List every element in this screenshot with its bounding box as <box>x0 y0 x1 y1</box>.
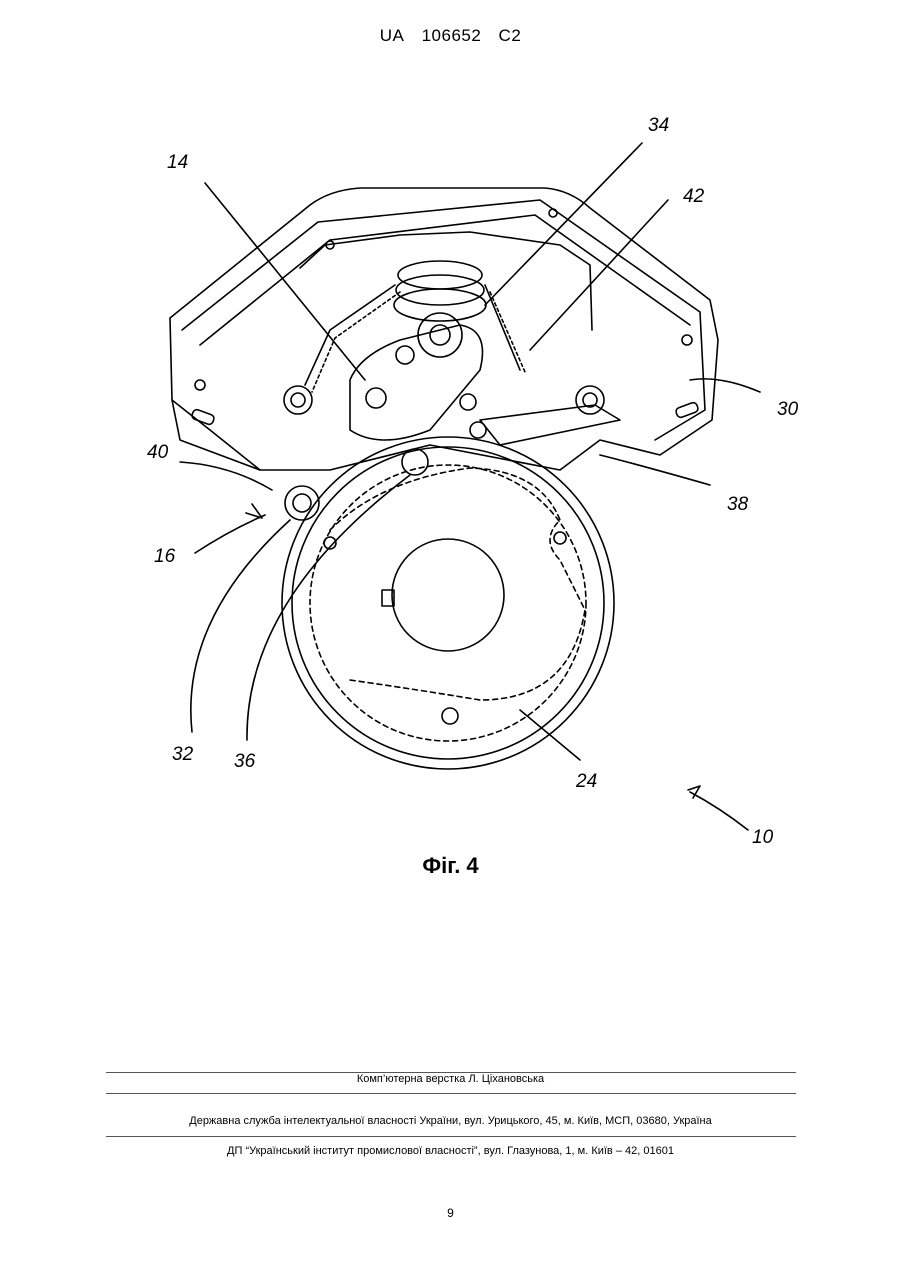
ref-label: 16 <box>154 546 176 567</box>
ref-label: 36 <box>234 751 256 772</box>
ref-label: 42 <box>683 186 705 207</box>
page-number: 9 <box>0 1206 901 1220</box>
ref-label: 24 <box>575 771 597 792</box>
patent-drawing: 14 34 42 30 40 38 16 32 36 24 10 <box>0 0 901 900</box>
figure-caption: Фіг. 4 <box>0 853 901 879</box>
ref-label: 32 <box>172 744 194 765</box>
flywheel-outer <box>282 437 614 769</box>
tensioner-arm <box>350 325 483 440</box>
footer-typesetting: Комп’ютерна верстка Л. Ціхановська <box>0 1073 901 1085</box>
ref-label: 40 <box>147 442 169 463</box>
footer-divider <box>106 1136 796 1137</box>
footer-agency: Державна служба інтелектуальної власност… <box>0 1115 901 1127</box>
footer-divider <box>106 1093 796 1094</box>
ref-label: 10 <box>752 827 774 848</box>
ref-label: 30 <box>777 399 799 420</box>
ref-label: 34 <box>648 115 669 136</box>
ref-label: 14 <box>167 152 188 173</box>
ref-label: 38 <box>727 494 749 515</box>
footer-institute: ДП “Український інститут промислової вла… <box>0 1145 901 1157</box>
